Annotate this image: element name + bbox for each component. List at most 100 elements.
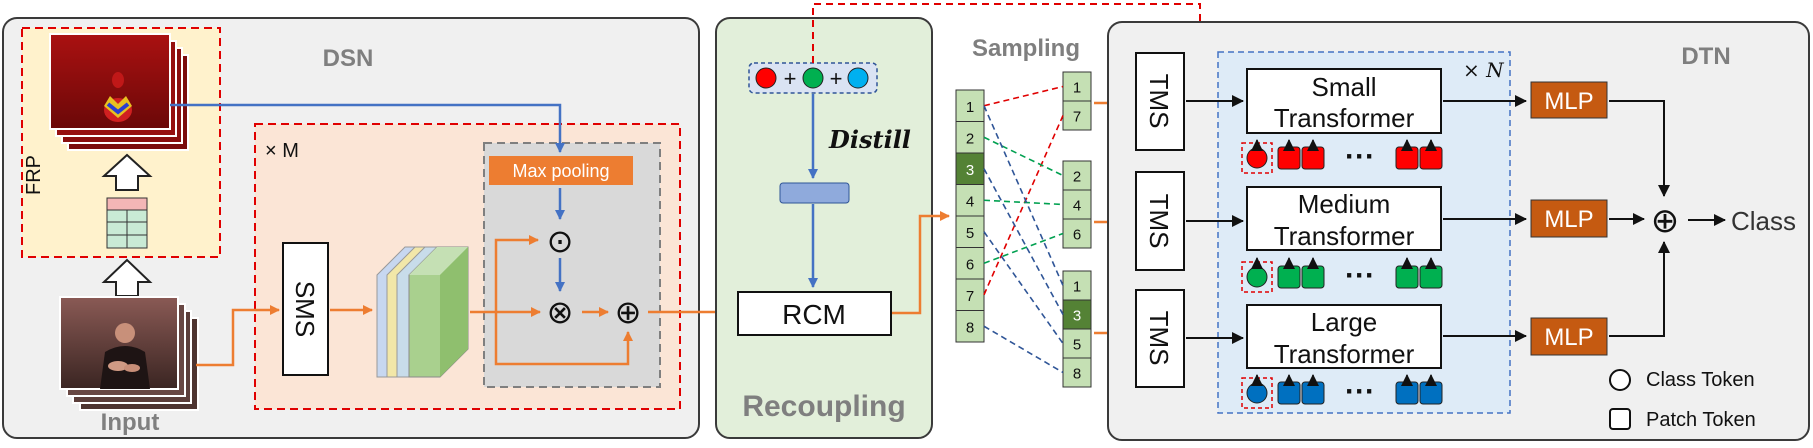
sms-box <box>282 242 329 376</box>
up-arrow-lower <box>101 258 153 297</box>
sampling-cell-label: 1 <box>966 99 974 116</box>
sampling-link <box>983 231 1064 344</box>
token-row-medium: ··· <box>1241 257 1443 293</box>
medium-group-cell-label: 6 <box>1073 227 1081 244</box>
rcm-box <box>737 291 892 336</box>
patch-token <box>1301 146 1325 170</box>
dtn-title: DTN <box>1681 43 1730 70</box>
token-ellipsis: ··· <box>1345 140 1375 173</box>
svg-text:Transformer: Transformer <box>1274 339 1415 369</box>
plus-sign-2: + <box>830 66 843 91</box>
blue-token-icon <box>847 67 869 89</box>
repeat-m-label: × M <box>265 140 299 162</box>
frp-table-icon <box>106 197 148 249</box>
green-token-icon <box>802 67 824 89</box>
patch-token <box>1277 146 1301 170</box>
sampling-link <box>983 85 1064 107</box>
large-group-cell-label: 1 <box>1073 279 1081 296</box>
patch-token <box>1395 381 1419 405</box>
sampling-link <box>983 136 1064 177</box>
transformer-large: Large Transformer <box>1246 304 1442 369</box>
legend-patch-token-label: Patch Token <box>1646 409 1756 431</box>
sampling-link <box>983 115 1064 296</box>
sms-label: SMS <box>290 281 320 337</box>
large-group-cell-8 <box>1062 357 1092 388</box>
tms-large: TMS <box>1135 289 1185 388</box>
feature-stack <box>376 246 469 378</box>
svg-text:Large: Large <box>1311 307 1378 337</box>
sampling-link <box>983 105 1064 286</box>
svg-text:Transformer: Transformer <box>1274 221 1415 251</box>
medium-group-cell-label: 4 <box>1073 198 1081 215</box>
patch-token <box>1419 146 1443 170</box>
legend-class-token-label: Class Token <box>1646 369 1755 391</box>
repeat-n-label: × N <box>1463 58 1505 82</box>
svg-text:TMS: TMS <box>1144 74 1174 129</box>
medium-group-cell-label: 2 <box>1073 169 1081 186</box>
tms-small: TMS <box>1135 52 1185 151</box>
sampling-cell-label: 4 <box>966 193 974 210</box>
frp-label: FRP <box>23 155 45 195</box>
dsn-title: DSN <box>323 45 374 72</box>
svg-text:Small: Small <box>1311 72 1376 102</box>
mlp-medium: MLP <box>1530 199 1608 238</box>
patch-token <box>1301 265 1325 289</box>
distill-label: Distill <box>828 125 911 154</box>
token-ellipsis: ··· <box>1345 375 1375 408</box>
fusion-symbol: ⊕ <box>1651 202 1680 240</box>
patch-token <box>1301 381 1325 405</box>
sampling-cell-4 <box>955 184 985 217</box>
svg-text:MLP: MLP <box>1544 324 1593 351</box>
token-row-small: ··· <box>1241 139 1443 174</box>
sampling-cell-label: 5 <box>966 225 974 242</box>
op-times: ⊗ <box>547 294 574 330</box>
dsn-arrows <box>170 103 735 367</box>
large-group-cell-label: 8 <box>1073 366 1081 383</box>
distill-feedback-line <box>812 3 1248 391</box>
op-plus: ⊕ <box>615 294 642 330</box>
sampling-links <box>983 85 1064 374</box>
class-token <box>1246 382 1268 404</box>
svg-text:TMS: TMS <box>1144 311 1174 366</box>
small-group-cell-label: 7 <box>1073 109 1081 126</box>
token-rows: ··· ··· ··· <box>1241 139 1443 409</box>
transformer-medium: Medium Transformer <box>1246 186 1442 251</box>
sampling-cell-3 <box>955 152 985 185</box>
sampling-link <box>983 232 1064 264</box>
op-dot: ⊙ <box>547 223 574 259</box>
sampling-title: Sampling <box>972 35 1080 62</box>
class-output-label: Class <box>1731 206 1796 236</box>
up-arrow-upper <box>101 153 153 191</box>
sampling-group-medium: 2 4 6 <box>1062 160 1092 249</box>
sampling-link <box>983 199 1064 206</box>
large-group-cell-5 <box>1062 328 1092 359</box>
class-token <box>1246 147 1268 169</box>
patch-token <box>1395 146 1419 170</box>
mlp-large: MLP <box>1530 317 1608 356</box>
patch-token <box>1277 381 1301 405</box>
sampling-link <box>983 168 1064 315</box>
rcm-label: RCM <box>782 299 846 330</box>
svg-text:TMS: TMS <box>1144 194 1174 249</box>
patch-token <box>1419 381 1443 405</box>
sampling-group-small: 17 <box>1062 71 1092 131</box>
red-token-icon <box>755 67 777 89</box>
patch-token <box>1277 265 1301 289</box>
frp-image-stack <box>49 33 189 151</box>
max-pooling-box <box>489 156 633 185</box>
token-row-large: ··· <box>1241 374 1443 409</box>
sampling-cell-label: 7 <box>966 288 974 305</box>
max-pooling-label: Max pooling <box>512 161 609 181</box>
patch-token <box>1395 265 1419 289</box>
input-label: Input <box>101 409 160 436</box>
svg-text:Medium: Medium <box>1298 189 1390 219</box>
recoupling-title: Recoupling <box>742 390 905 423</box>
tms-to-transformer-arrows <box>1186 95 1244 344</box>
input-image-stack <box>59 296 199 411</box>
small-group-cell-label: 1 <box>1073 80 1081 97</box>
distill-vector <box>779 182 850 204</box>
sampling-cell-label: 6 <box>966 256 974 273</box>
large-group-cell-label: 3 <box>1073 308 1081 325</box>
tms-medium: TMS <box>1135 171 1185 271</box>
